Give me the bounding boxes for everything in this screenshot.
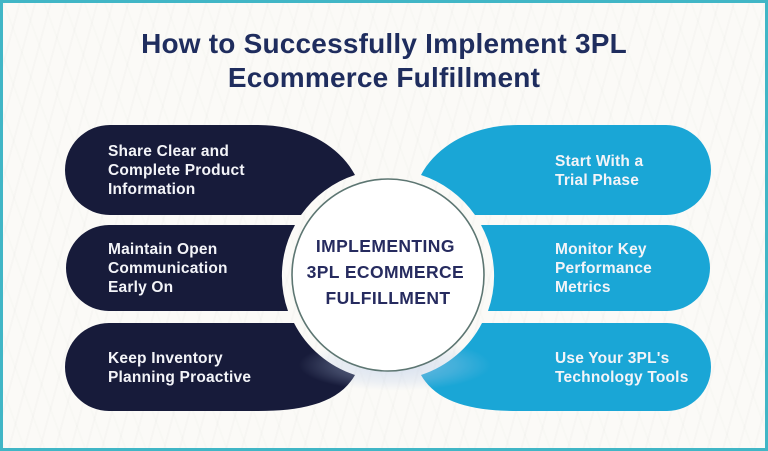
page-title: How to Successfully Implement 3PL Ecomme… [3,27,765,95]
pill-label-line: Maintain Open [108,241,217,258]
page-title-line-1: How to Successfully Implement 3PL [141,28,627,59]
pill-label-line: Use Your 3PL's [555,350,669,367]
pill-label-line: Trial Phase [555,172,639,189]
hub-label-line: 3PL ECOMMERCE [307,262,465,282]
hub-label-line: FULFILLMENT [326,288,451,308]
pill-label-line: Early On [108,279,173,296]
pill-label-trial-phase: Start With a Trial Phase [555,153,648,189]
pill-trial-phase [421,125,711,215]
pill-label-share-product-info: Share Clear and Complete Product Informa… [108,143,249,198]
pill-label-performance-metrics: Monitor Key Performance Metrics [555,241,656,296]
pill-label-line: Monitor Key [555,241,647,258]
pill-performance-metrics [481,225,710,311]
pill-label-line: Technology Tools [555,369,689,386]
pill-label-line: Communication [108,260,228,277]
hub-label-line: IMPLEMENTING [316,236,455,256]
pill-share-product-info [65,125,355,215]
pill-label-line: Performance [555,260,652,277]
pill-label-open-communication: Maintain Open Communication Early On [108,241,232,296]
pill-label-inventory-planning: Keep Inventory Planning Proactive [108,350,251,386]
diagram-canvas: IMPLEMENTING 3PL ECOMMERCE FULFILLMENT S… [65,125,711,411]
hub-label: IMPLEMENTING 3PL ECOMMERCE FULFILLMENT [307,236,470,308]
pill-label-line: Planning Proactive [108,369,251,386]
pill-inventory-planning [65,323,355,411]
pill-label-line: Keep Inventory [108,350,223,367]
pill-label-line: Start With a [555,153,644,170]
pill-open-communication [66,225,295,311]
page-title-line-2: Ecommerce Fulfillment [227,62,541,93]
pill-label-line: Complete Product [108,162,245,179]
hub-circle [291,178,485,372]
pill-label-line: Information [108,181,195,198]
pill-label-line: Metrics [555,279,611,296]
pill-label-line: Share Clear and [108,143,229,160]
pill-label-technology-tools: Use Your 3PL's Technology Tools [555,350,689,386]
pill-technology-tools [421,323,711,411]
